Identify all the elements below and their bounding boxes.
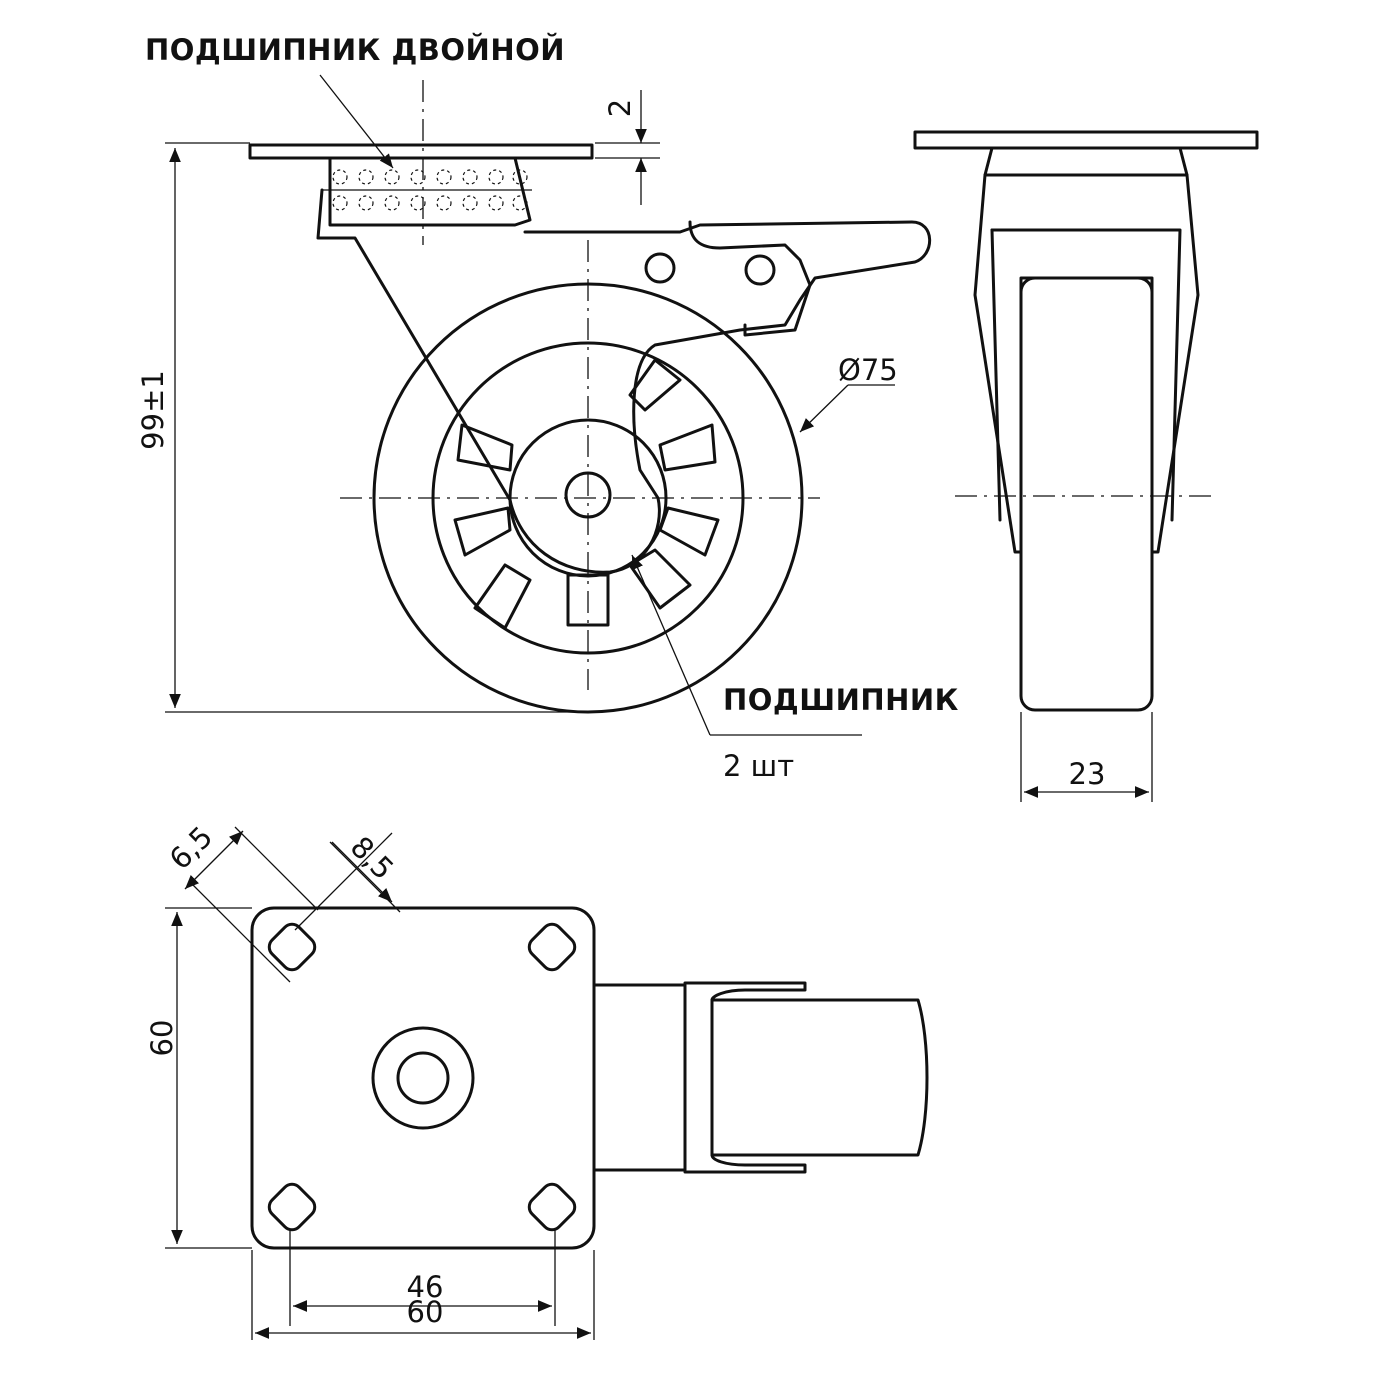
- dim-wheel-width: 23: [1069, 757, 1106, 791]
- center-boss-outer: [371, 1026, 475, 1130]
- center-boss-inner: [396, 1051, 450, 1105]
- dim-hole-large: 8,5: [344, 830, 401, 887]
- rivet-left: [644, 252, 676, 284]
- brake-lever: [688, 220, 812, 337]
- front-dimensions: 99±1 2 Ø75 ПОДШИПНИК ДВОЙНОЙ ПОДШИПНИК 2…: [136, 33, 959, 783]
- bearing-balls: [332, 169, 528, 211]
- wheel-spokes: [453, 358, 720, 630]
- label-bearing-qty: 2 шт: [723, 749, 794, 783]
- hole-top-right: [527, 922, 577, 972]
- dim-hole-spacing: 46: [407, 1270, 444, 1304]
- top-dimensions: 60 46 60 6,5 8,5: [145, 820, 595, 1340]
- label-double-bearing: ПОДШИПНИК ДВОЙНОЙ: [145, 33, 565, 67]
- dim-wheel-diameter: Ø75: [838, 353, 898, 387]
- side-plate: [913, 130, 1259, 150]
- label-bearing: ПОДШИПНИК: [723, 683, 959, 717]
- rivet-right: [744, 254, 776, 286]
- dim-plate-height: 60: [145, 1020, 179, 1057]
- dim-total-height: 99±1: [136, 370, 170, 450]
- dim-plate-gap: 2: [603, 99, 637, 117]
- top-fork: [592, 983, 687, 1172]
- hole-bottom-right: [527, 1182, 577, 1232]
- hole-bottom-left: [267, 1182, 317, 1232]
- side-wheel: [1019, 276, 1154, 712]
- dim-hole-small: 6,5: [163, 820, 220, 877]
- top-wheel: [710, 998, 929, 1157]
- top-view: [250, 906, 929, 1250]
- top-plate: [250, 906, 596, 1250]
- front-view: [248, 80, 932, 714]
- side-view: [913, 130, 1259, 712]
- fork-arm: [316, 188, 932, 574]
- dim-plate-width: 60: [407, 1295, 444, 1329]
- hole-top-left: [267, 922, 317, 972]
- mount-plate-side: [248, 143, 594, 160]
- swivel-bearing-housing: [328, 156, 532, 227]
- side-dimensions: 23: [1020, 712, 1153, 802]
